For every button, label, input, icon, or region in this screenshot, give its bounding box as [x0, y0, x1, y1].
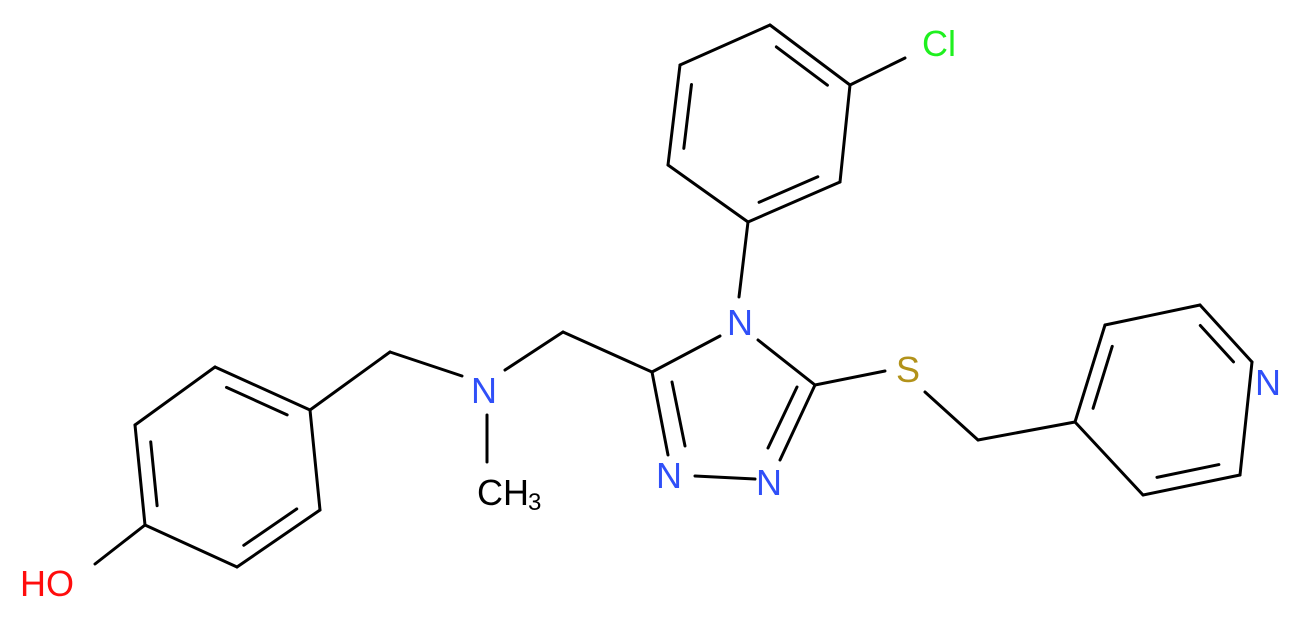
- bond: [1238, 360, 1254, 477]
- bond: [838, 83, 852, 184]
- methyl-label: CH: [477, 472, 529, 513]
- bond: [778, 383, 817, 462]
- bond: [93, 523, 147, 566]
- bond: [1073, 420, 1145, 497]
- bond: [503, 330, 565, 372]
- bond: [1198, 324, 1236, 364]
- bond: [766, 385, 799, 450]
- bond: [670, 380, 687, 448]
- bond: [682, 83, 693, 150]
- bond: [1198, 303, 1254, 364]
- sulfur-label: S: [896, 349, 920, 390]
- bond: [678, 23, 772, 67]
- bond: [768, 23, 852, 87]
- bond: [693, 474, 757, 481]
- triazole-n4-label: N: [727, 302, 753, 343]
- bond: [133, 365, 217, 427]
- bond: [308, 350, 392, 412]
- triazole-n2-label: N: [656, 455, 682, 496]
- bond: [242, 507, 299, 547]
- bond: [650, 370, 670, 457]
- bond: [746, 180, 842, 224]
- bond: [976, 420, 1077, 442]
- bond: [848, 56, 907, 87]
- bond: [235, 508, 322, 569]
- bond: [1141, 473, 1242, 497]
- bond: [650, 334, 722, 374]
- bond: [1155, 463, 1221, 479]
- bond: [923, 390, 980, 442]
- bond: [813, 369, 887, 387]
- bond: [149, 440, 159, 508]
- triazole-n1-label: N: [756, 462, 782, 503]
- bond: [133, 423, 147, 527]
- bond: [1103, 303, 1202, 327]
- bond: [666, 163, 750, 224]
- bond: [143, 523, 239, 569]
- bond: [561, 330, 654, 374]
- chlorine-label: Cl: [922, 23, 956, 64]
- bond: [1073, 323, 1107, 424]
- bonds: [93, 23, 1254, 569]
- bond: [666, 63, 682, 167]
- pyridine-n-label: N: [1255, 362, 1281, 403]
- bond: [224, 385, 289, 417]
- bond: [308, 408, 322, 512]
- bond: [774, 45, 829, 87]
- bond: [757, 175, 820, 204]
- bond: [1091, 344, 1114, 410]
- bond: [213, 365, 312, 412]
- bond: [737, 220, 750, 299]
- hydroxyl-label: HO: [20, 563, 74, 604]
- amine-n-label: N: [471, 370, 497, 411]
- bond: [756, 338, 817, 387]
- bond: [388, 350, 464, 378]
- methyl-subscript: 3: [528, 489, 541, 516]
